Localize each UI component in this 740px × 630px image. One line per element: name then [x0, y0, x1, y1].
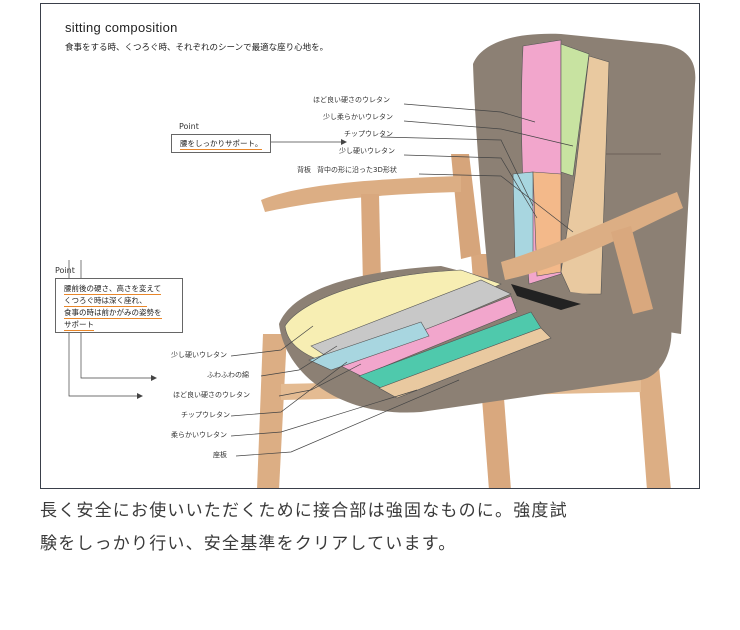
seat-layer-board — [378, 327, 552, 399]
point-seat-line-4: サポート — [64, 320, 94, 331]
arm-support-right — [611, 226, 653, 314]
seat-label-2: ふわふわの綿 — [207, 371, 249, 379]
point-back-tag: Point — [179, 122, 199, 131]
caption-line-1: 長く安全にお使いいただくために接合部は強固なものに。強度試 — [40, 501, 568, 521]
arrow-marks — [137, 139, 347, 399]
armrest-right — [501, 192, 683, 280]
back-board-desc: 背中の形に沿った3D形状 — [317, 166, 397, 174]
seat-label-1: 少し硬いウレタン — [171, 351, 227, 359]
chair-illustration — [68, 33, 696, 488]
composition-subtitle: 食事をする時、くつろぐ時、それぞれのシーンで最適な座り心地を。 — [65, 43, 329, 53]
point-back-box: 腰をしっかりサポート。 — [171, 134, 271, 153]
back-board-name: 背板 — [297, 166, 311, 174]
point-seat-box: 腰前後の硬さ、高さを変えて くつろぐ時は深く座れ、 食事の時は前かがみの姿勢を … — [55, 278, 183, 333]
back-layer-green — [560, 43, 590, 177]
seat-leader-lines — [68, 260, 460, 457]
strength-caption: 長く安全にお使いいただくために接合部は強固なものに。強度試 験をしっかり行い、安… — [40, 495, 710, 561]
point-seat-tag: Point — [55, 266, 75, 275]
back-label-1: ほど良い硬さのウレタン — [313, 96, 390, 104]
front-leg-left — [257, 334, 287, 488]
point-seat-line-3: 食事の時は前かがみの姿勢を — [64, 308, 162, 319]
seat-label-4: チップウレタン — [181, 411, 230, 419]
seat-label-5: 柔らかいウレタン — [171, 431, 227, 439]
backrest-leader-lines — [271, 103, 574, 233]
caption-line-2: 験をしっかり行い、安全基準をクリアしています。 — [40, 534, 457, 554]
point-seat-line-1: 腰前後の硬さ、高さを変えて — [64, 284, 162, 295]
seat-label-3: ほど良い硬さのウレタン — [173, 391, 250, 399]
back-label-3: チップウレタン — [344, 130, 393, 138]
back-label-2: 少し柔らかいウレタン — [323, 113, 393, 121]
point-back-line-1: 腰をしっかりサポート。 — [180, 139, 263, 150]
back-label-4: 少し硬いウレタン — [339, 147, 395, 155]
seat-layer-chip — [308, 321, 430, 371]
composition-title: sitting composition — [65, 20, 178, 35]
seat-label-6: 座板 — [213, 451, 227, 459]
back-post — [451, 154, 481, 259]
composition-panel: sitting composition 食事をする時、くつろぐ時、それぞれのシー… — [40, 3, 700, 489]
seat-shadow — [511, 284, 581, 310]
point-seat-line-2: くつろぐ時は深く座れ、 — [64, 296, 147, 307]
arm-support-left — [361, 194, 381, 286]
